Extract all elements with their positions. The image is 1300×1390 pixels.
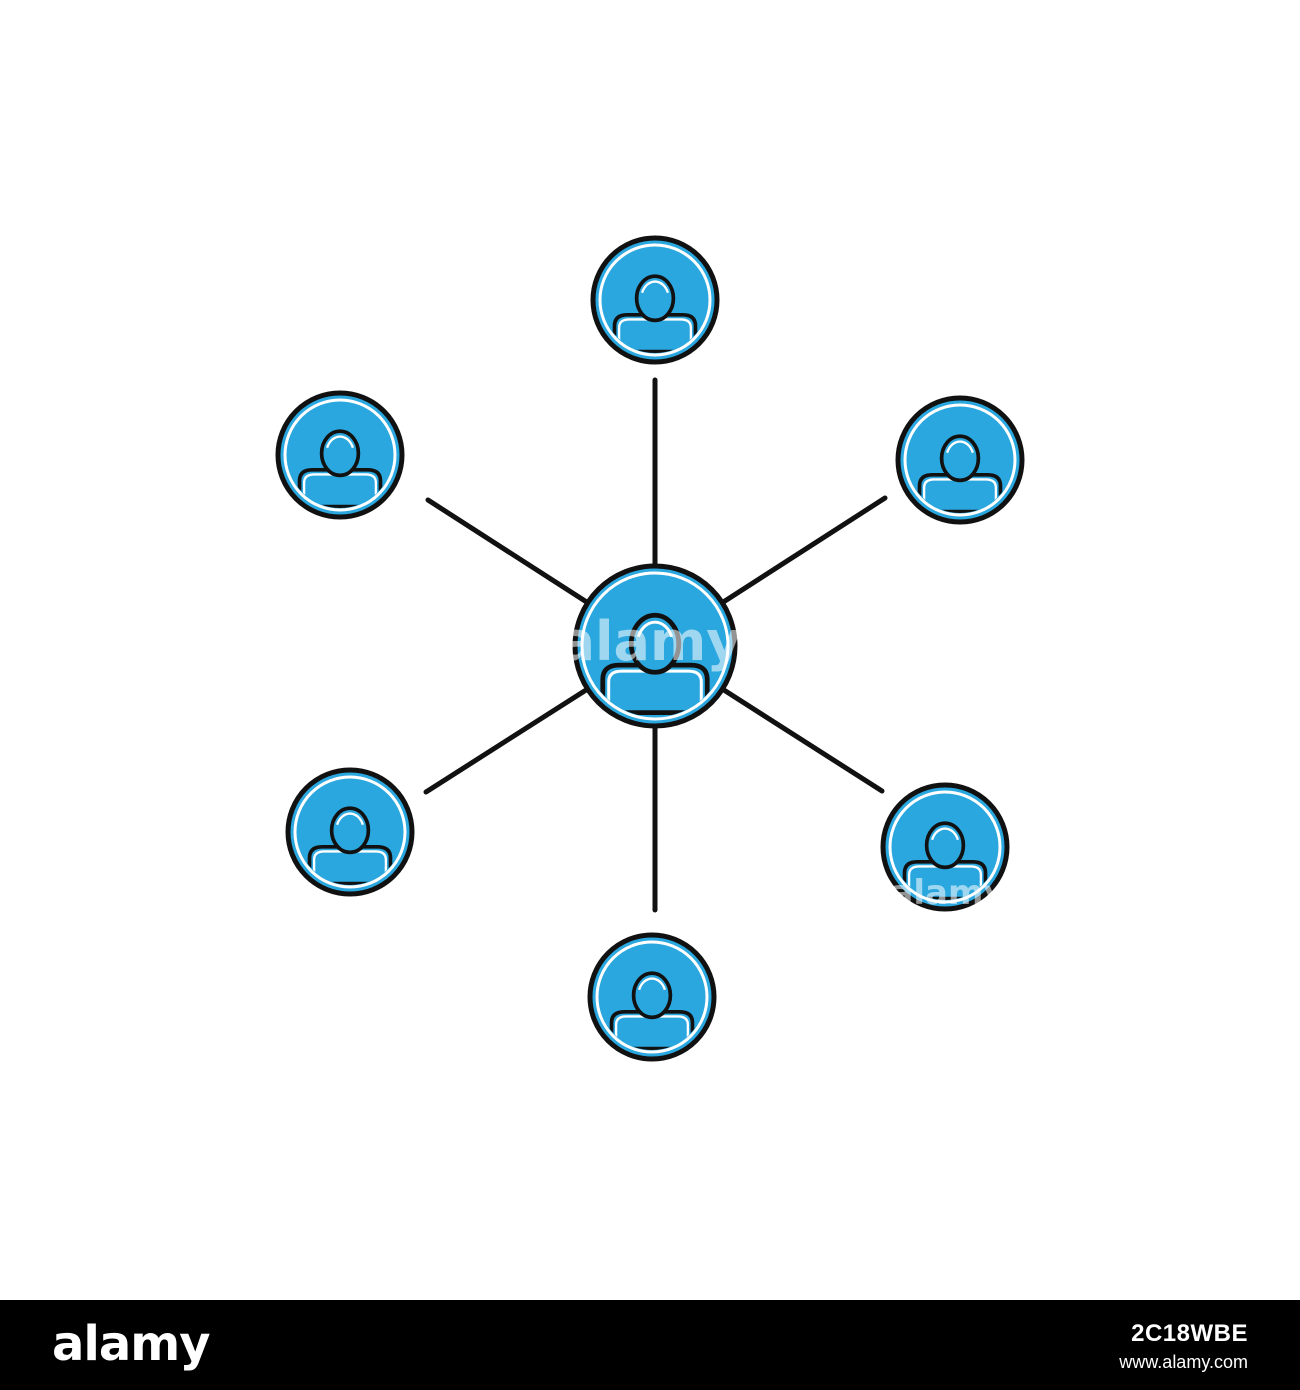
footer-info: 2C18WBE www.alamy.com [1119,1320,1248,1374]
person-node-6-head [319,429,361,478]
person-node-2-icon-group [917,434,1003,513]
person-nodes [275,235,1025,1062]
person-node-4-head-highlight [638,977,666,991]
center-person-node-inner-ring [580,571,730,721]
footer-bar: alamy 2C18WBE www.alamy.com [0,1300,1300,1390]
person-node-3 [880,782,1010,912]
network-diagram: alamy alamy [275,235,1025,1062]
person-node-4-body [609,1010,695,1050]
person-node-4 [587,932,717,1062]
person-node-2-head-highlight [946,440,974,454]
person-node-3-icon-group [902,821,988,900]
person-node-4-inner-ring [595,940,709,1054]
person-node-5 [285,767,415,897]
person-node-1-head [634,274,676,323]
center-person-node [572,563,738,729]
person-node-6 [275,390,405,520]
person-node-5-head-highlight [336,812,364,826]
connection-line-5 [423,687,589,795]
person-node-6-body [297,468,383,508]
person-node-6-inner-ring [283,398,397,512]
person-node-2-inner-ring [903,403,1017,517]
person-node-5-body [307,845,393,885]
person-node-6-icon-group [297,429,383,508]
person-node-4-head [631,971,673,1020]
site-url: www.alamy.com [1119,1352,1248,1372]
alamy-logo: alamy [52,1316,211,1372]
center-person-node-body [600,662,710,716]
connection-line-3 [721,687,885,794]
person-node-4-icon-group [609,971,695,1050]
connection-line-6 [425,497,589,605]
watermark-text-2: alamy [890,873,1005,913]
center-person-node-icon-group [600,612,710,716]
connection-lines [423,377,888,913]
center-person-node-head-highlight [636,620,674,638]
person-node-3-head-highlight [931,827,959,841]
connection-line-2 [721,495,888,605]
person-node-5-head [329,806,371,855]
person-node-2-head [939,434,981,483]
person-node-5-icon-group [307,806,393,885]
person-node-2 [895,395,1025,525]
person-node-5-inner-ring [293,775,407,889]
person-node-1 [590,235,720,365]
person-node-3-body [902,860,988,900]
image-id: 2C18WBE [1131,1320,1248,1347]
watermark-text-1: alamy [559,610,742,673]
person-node-3-inner-ring [888,790,1002,904]
person-node-6-head-highlight [326,435,354,449]
person-node-1-icon-group [612,274,698,353]
person-node-1-head-highlight [641,280,669,294]
person-node-1-inner-ring [598,243,712,357]
person-node-1-body [612,313,698,353]
watermarks: alamy alamy [559,610,1006,913]
person-node-3-head [924,821,966,870]
person-node-2-body [917,473,1003,513]
